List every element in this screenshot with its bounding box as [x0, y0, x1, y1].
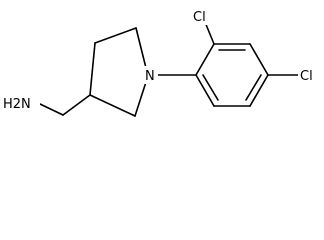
chlorine-para-label-background	[298, 66, 320, 84]
nitrogen-label: N	[145, 69, 155, 84]
bond-ch2-nh2	[39, 103, 64, 116]
bond-ar4-ar5	[249, 74, 269, 107]
bond-ar1-ar2	[195, 43, 215, 76]
chlorine-ortho-label: Cl	[193, 10, 206, 25]
chlorine-ortho-label-background	[191, 8, 213, 25]
bond-n1-c2	[135, 27, 147, 69]
bond-c4-ch2	[62, 94, 91, 116]
bond-c4-c5	[89, 94, 136, 117]
double-bond-ar4-ar5	[245, 74, 262, 101]
nitrogen-label-background	[143, 66, 158, 84]
double-bond-ar6-ar1	[202, 74, 219, 101]
structure-diagram: H2N N Cl Cl	[2, 8, 320, 117]
bond-c2-c3	[94, 27, 137, 44]
amine-label-background	[2, 94, 40, 112]
chlorine-para-label: Cl	[300, 69, 313, 84]
bond-ar6-ar1	[195, 74, 215, 107]
bond-c3-c4	[89, 42, 96, 96]
amine-label: H2N	[3, 97, 31, 112]
bond-c5-n1	[134, 81, 147, 117]
bond-ar3-ar4	[249, 43, 269, 76]
bond-ar2-cl	[204, 21, 215, 45]
